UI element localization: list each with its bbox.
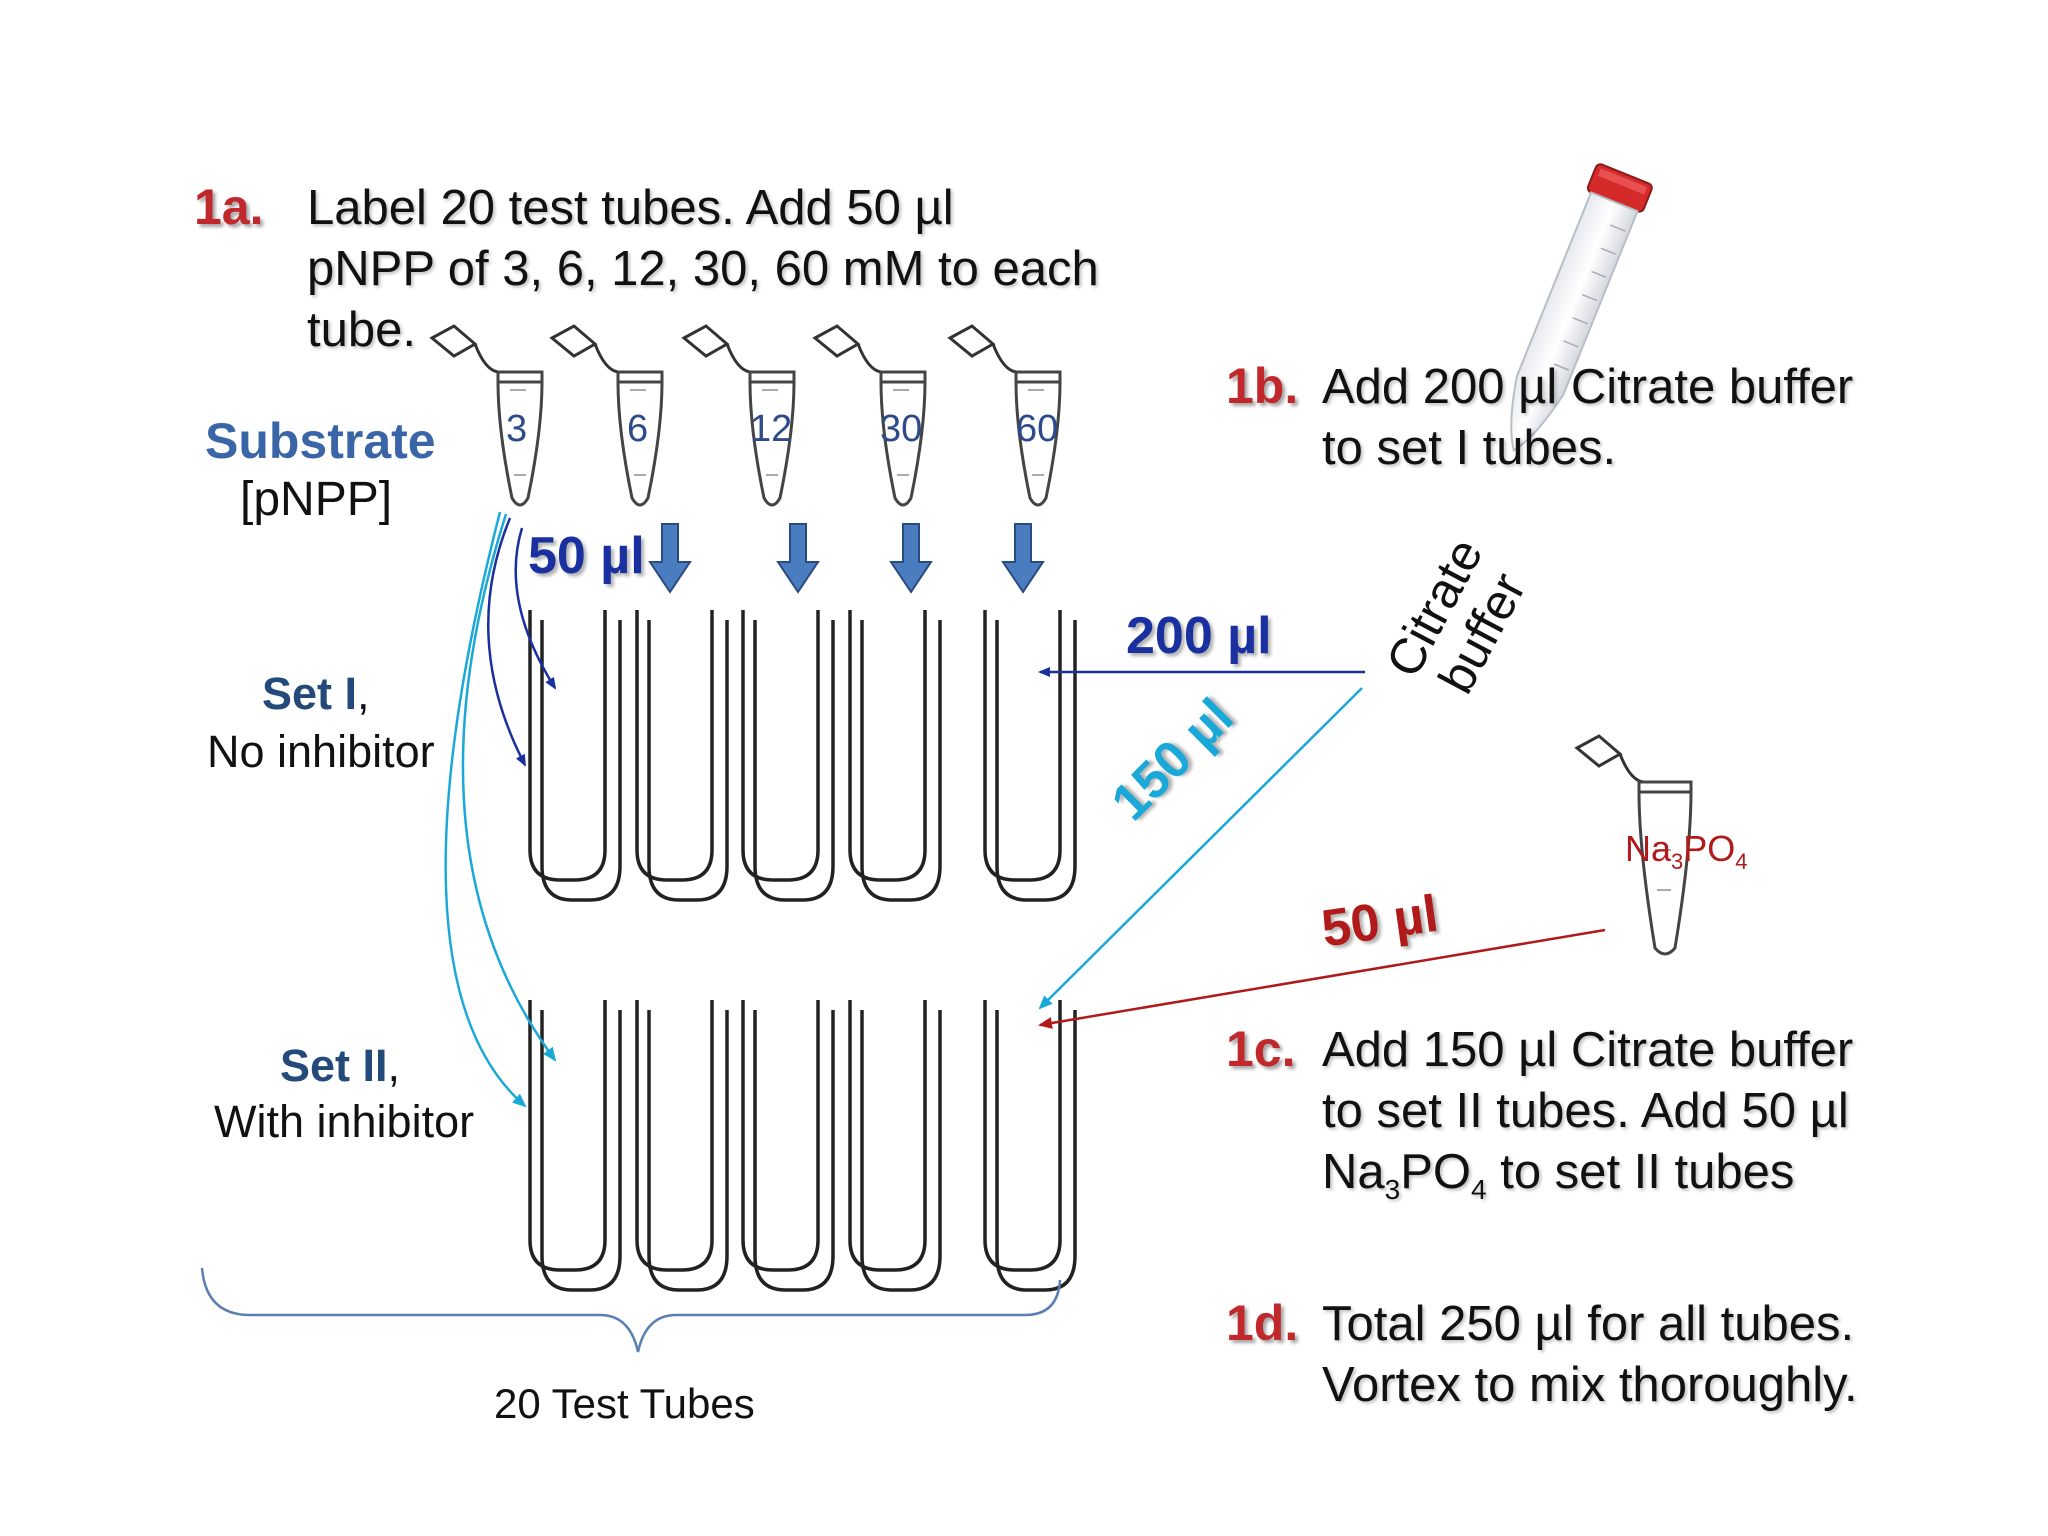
step-1b-text: Add 200 µl Citrate buffer to set I tubes… bbox=[1322, 357, 1853, 479]
set1-tube-2 bbox=[635, 610, 729, 902]
block-arrow-2 bbox=[776, 523, 820, 594]
step-1c-line3: Na3PO4 to set II tubes bbox=[1322, 1145, 1795, 1205]
step-1a-text: Label 20 test tubes. Add 50 µl pNPP of 3… bbox=[307, 178, 1099, 361]
brace-label: 20 Test Tubes bbox=[494, 1380, 755, 1427]
step-1a-line2: pNPP of 3, 6, 12, 30, 60 mM to each bbox=[307, 242, 1099, 296]
set1-name: Set I bbox=[262, 668, 358, 719]
step-1d-line1: Total 250 µl for all tubes. bbox=[1322, 1297, 1855, 1351]
set1-desc: No inhibitor bbox=[207, 726, 435, 777]
eppendorf-tube-60 bbox=[947, 324, 1062, 507]
set2-tube-3 bbox=[741, 1000, 835, 1292]
tube-label-30: 30 bbox=[880, 408, 923, 450]
eppendorf-tube-3 bbox=[429, 324, 544, 507]
volume-substrate: 50 µl bbox=[528, 527, 645, 585]
citrate-to-set2-arrow bbox=[1038, 687, 1363, 1010]
na3po4-to-set2-arrow bbox=[1038, 928, 1606, 1029]
set1-test-tubes bbox=[528, 610, 1077, 902]
set1-tube-5 bbox=[983, 610, 1077, 902]
set1-tube-3 bbox=[741, 610, 835, 902]
step-1a-tag: 1a. bbox=[194, 179, 264, 235]
step-1d-text: Total 250 µl for all tubes. Vortex to mi… bbox=[1322, 1294, 1858, 1416]
set2-label: Set II, bbox=[280, 1040, 401, 1091]
set1-tube-1 bbox=[528, 610, 622, 902]
tube-label-12: 12 bbox=[750, 408, 793, 450]
substrate-subtitle: [pNPP] bbox=[240, 473, 393, 526]
step-1c-text: Add 150 µl Citrate buffer to set II tube… bbox=[1322, 1020, 1853, 1220]
block-arrow-4 bbox=[1001, 523, 1045, 594]
curve-to-set1-b bbox=[487, 517, 527, 767]
step-1d-tag: 1d. bbox=[1226, 1295, 1299, 1351]
tube-label-3: 3 bbox=[506, 408, 528, 450]
eppendorf-tube-6 bbox=[549, 324, 664, 507]
step-1c-tag: 1c. bbox=[1226, 1021, 1296, 1077]
substrate-tubes bbox=[429, 324, 1062, 507]
na3po4-tube bbox=[1574, 734, 1693, 956]
set2-tube-1 bbox=[528, 1000, 622, 1292]
eppendorf-tube-30 bbox=[812, 324, 927, 507]
set2-desc: With inhibitor bbox=[214, 1096, 475, 1147]
block-arrow-3 bbox=[889, 523, 933, 594]
substrate-curves bbox=[444, 511, 557, 1108]
set2-name: Set II bbox=[280, 1040, 388, 1091]
block-arrow-1 bbox=[648, 523, 692, 594]
step-1b-line1: Add 200 µl Citrate buffer bbox=[1322, 360, 1854, 414]
set2-tube-2 bbox=[635, 1000, 729, 1292]
set1-tube-4 bbox=[848, 610, 942, 902]
step-1a-line3: tube. bbox=[307, 303, 416, 357]
block-arrows bbox=[648, 523, 1045, 594]
eppendorf-tube-12 bbox=[681, 324, 796, 507]
substrate-title: Substrate bbox=[205, 413, 436, 469]
volume-citrate-set1: 200 µl bbox=[1126, 607, 1272, 665]
set1-label: Set I, bbox=[262, 668, 370, 719]
curve-to-set2-a bbox=[461, 513, 557, 1062]
step-1b-tag: 1b. bbox=[1226, 358, 1299, 414]
falcon-tube-image bbox=[1510, 163, 1653, 452]
curve-to-set1-a bbox=[514, 527, 557, 690]
set2-test-tubes bbox=[528, 1000, 1077, 1292]
tube-label-60: 60 bbox=[1016, 408, 1059, 450]
curve-to-set2-b bbox=[444, 511, 527, 1108]
step-1c-line2: to set II tubes. Add 50 µl bbox=[1322, 1084, 1849, 1138]
na3po4-tube-label: Na3PO4 bbox=[1625, 828, 1748, 875]
step-1c-line1: Add 150 µl Citrate buffer bbox=[1322, 1023, 1854, 1077]
set2-tube-4 bbox=[848, 1000, 942, 1292]
step-1a-line1: Label 20 test tubes. Add 50 µl bbox=[307, 181, 954, 235]
step-1b-line2: to set I tubes. bbox=[1322, 421, 1617, 475]
set2-tube-5 bbox=[983, 1000, 1077, 1292]
brace bbox=[200, 1267, 1062, 1353]
step-1d-line2: Vortex to mix thoroughly. bbox=[1322, 1358, 1858, 1412]
tube-label-6: 6 bbox=[627, 408, 649, 450]
